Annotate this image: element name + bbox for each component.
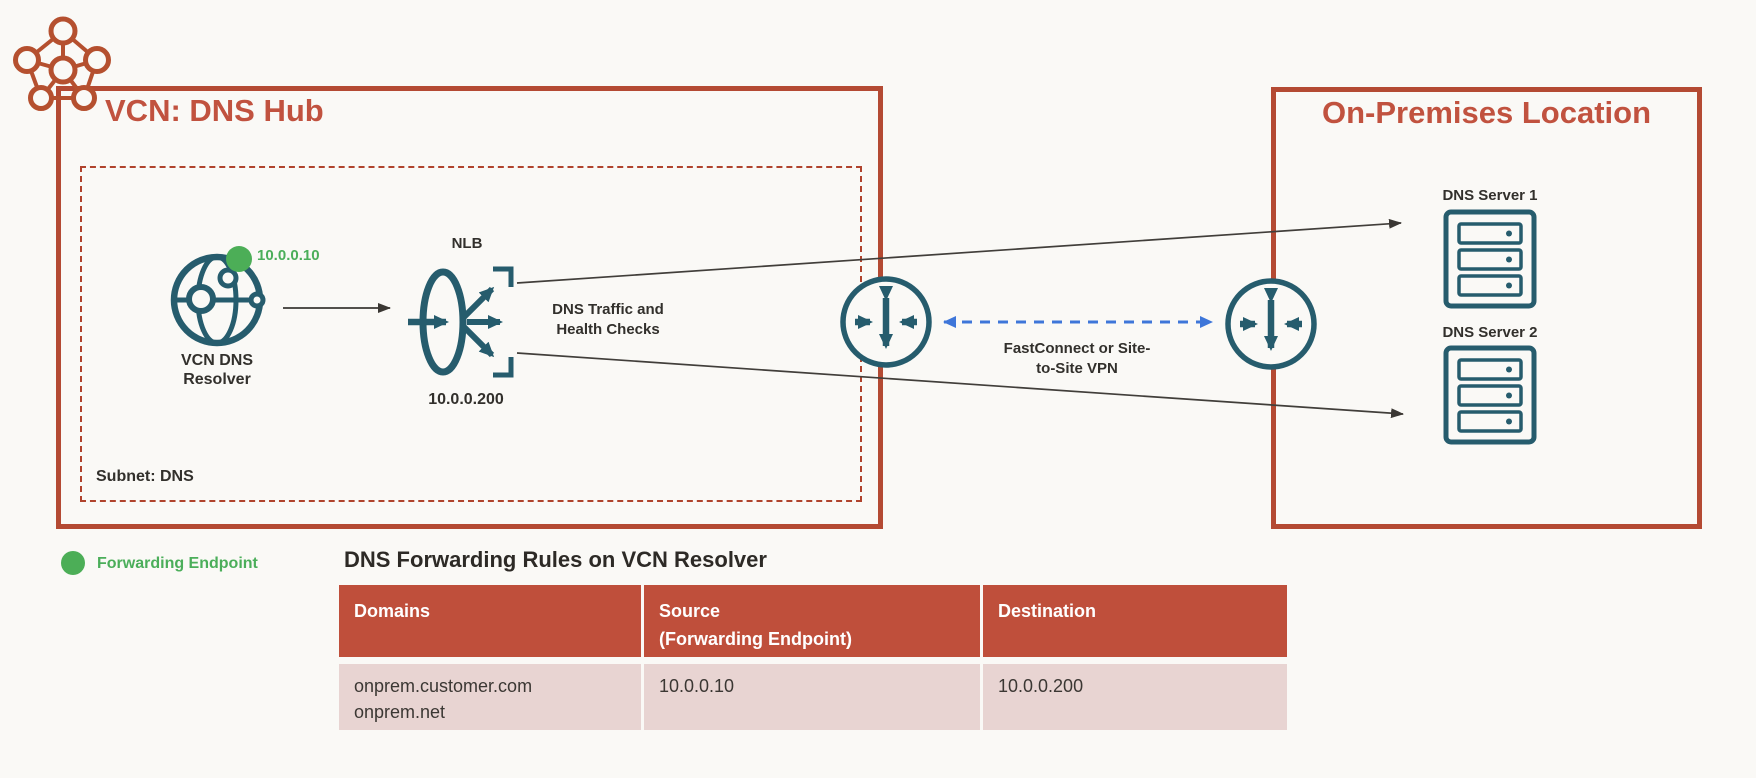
network-pentagon-icon: [13, 16, 111, 111]
table-header-destination: Destination: [983, 585, 1287, 657]
subnet-label: Subnet: DNS: [96, 468, 194, 485]
table-header-domains-text: Domains: [354, 601, 431, 621]
table-cell-source-text: 10.0.0.10: [659, 676, 735, 696]
resolver-label: VCN DNS Resolver: [137, 351, 297, 389]
table-cell-source: 10.0.0.10: [644, 664, 980, 730]
nlb-load-balancer-icon: [408, 266, 514, 378]
dns-server1-label: DNS Server 1: [1442, 187, 1538, 204]
dns-traffic-label: DNS Traffic and Health Checks: [518, 300, 698, 340]
table-header-source-line1: Source: [659, 601, 721, 621]
vcn-title: VCN: DNS Hub: [105, 93, 324, 128]
table-header-source-line2: (Forwarding Endpoint): [659, 629, 852, 649]
dns-server1-icon: [1446, 212, 1534, 306]
vpn-connection-label: FastConnect or Site- to-Site VPN: [967, 339, 1187, 379]
dns-traffic-line-to-server2: [516, 352, 1404, 419]
dns-traffic-label-line1: DNS Traffic and: [552, 301, 664, 318]
table-header-source: Source (Forwarding Endpoint): [644, 585, 980, 657]
table-header-destination-text: Destination: [998, 601, 1097, 621]
vpn-connection-label-line2: to-Site VPN: [1036, 360, 1118, 377]
table-cell-domain-line1: onprem.customer.com: [354, 676, 533, 696]
nlb-ip-label: 10.0.0.200: [428, 391, 504, 408]
table-header-domains: Domains: [339, 585, 641, 657]
table-cell-destination-text: 10.0.0.200: [998, 676, 1084, 696]
forwarding-endpoint-dot-icon: [61, 551, 85, 575]
resolver-ip-label: 10.0.0.10: [257, 247, 320, 264]
dns-traffic-line-to-server1: [516, 218, 1402, 284]
resolver-forwarding-endpoint-dot-icon: [226, 246, 252, 272]
dns-traffic-label-line2: Health Checks: [556, 321, 660, 338]
dns-server2-label: DNS Server 2: [1442, 324, 1538, 341]
resolver-label-line1: VCN DNS: [180, 352, 253, 369]
forwarding-endpoint-legend-label: Forwarding Endpoint: [97, 555, 258, 572]
dns-server2-icon: [1446, 348, 1534, 442]
resolver-label-line2: Resolver: [183, 371, 251, 388]
table-cell-domains: onprem.customer.com onprem.net: [339, 664, 641, 730]
table-cell-domain-line2: onprem.net: [354, 702, 446, 722]
nlb-label: NLB: [451, 235, 483, 252]
onprem-title: On-Premises Location: [1321, 95, 1652, 130]
onprem-router-icon: [1228, 281, 1314, 367]
table-title: DNS Forwarding Rules on VCN Resolver: [344, 547, 767, 572]
vcn-dns-resolver-icon: [170, 253, 266, 347]
table-cell-destination: 10.0.0.200: [983, 664, 1287, 730]
vpn-connection-label-line1: FastConnect or Site-: [1003, 340, 1151, 357]
vcn-router-gateway-icon: [843, 279, 929, 365]
